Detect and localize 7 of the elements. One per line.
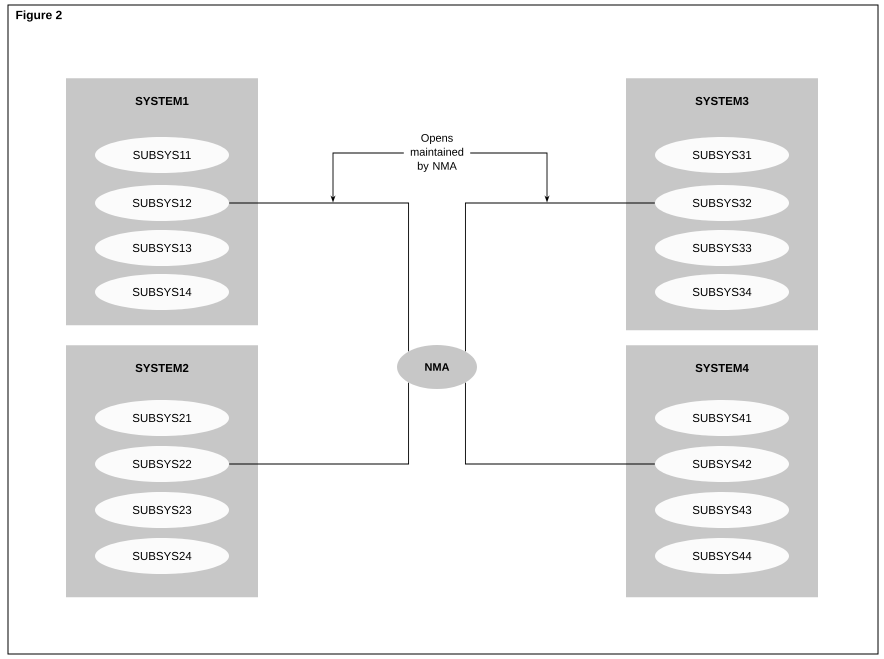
callout-text: Opens maintained by NMA [410, 134, 464, 172]
connector-line [464, 382, 656, 464]
connector-line [228, 202, 410, 352]
connector-line [464, 202, 656, 352]
figure-title: Figure 2 [16, 10, 62, 22]
connector-line [228, 382, 410, 464]
nma-cloud: NMA [397, 345, 477, 389]
